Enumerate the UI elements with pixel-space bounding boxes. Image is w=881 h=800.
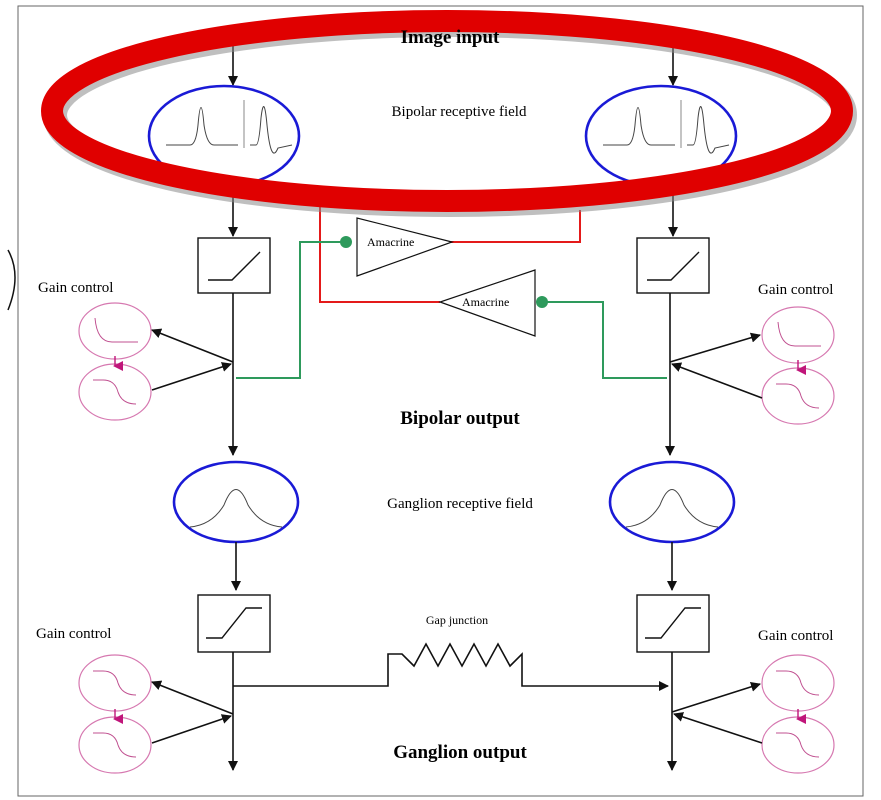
ganglion-rf-label: Ganglion receptive field — [387, 496, 533, 512]
ganglion-rf-left — [172, 460, 300, 544]
amacrine-top: Amacrine — [356, 217, 455, 277]
gain-control-top-left: Gain control — [38, 280, 234, 421]
bipolar-nonlinearity-right — [636, 237, 710, 294]
synapse-dot-left — [340, 236, 352, 248]
highlight-ring — [41, 10, 857, 217]
ganglion-output-label: Ganglion output — [393, 742, 527, 763]
amacrine-top-label: Amacrine — [367, 235, 414, 249]
bipolar-nonlinearity-left — [197, 237, 271, 294]
image-input-title: Image input — [401, 27, 500, 48]
ganglion-rf-right — [608, 460, 736, 544]
gain-control-bottom-left: Gain control — [36, 626, 234, 774]
amacrine-bottom-label: Amacrine — [462, 295, 509, 309]
gain-control-bottom-right: Gain control — [671, 628, 835, 774]
gain-control-top-right: Gain control — [669, 282, 835, 425]
bipolar-rf-right — [584, 84, 738, 188]
gap-junction: Gap junction — [233, 613, 669, 691]
ganglion-nonlinearity-right — [636, 594, 710, 653]
amacrine-bottom: Amacrine — [438, 269, 536, 337]
inhibitory-line-left — [319, 205, 440, 303]
bipolar-rf-label: Bipolar receptive field — [392, 104, 527, 120]
inhibitory-line-right — [450, 210, 581, 243]
excitatory-line-right — [542, 301, 667, 379]
ganglion-nonlinearity-left — [197, 594, 271, 653]
excitatory-line-left — [236, 241, 346, 379]
gain-control-bottom-right-label: Gain control — [758, 628, 833, 644]
clipped-shape-left — [7, 249, 16, 311]
gain-control-bottom-left-label: Gain control — [36, 626, 111, 642]
gap-junction-label: Gap junction — [426, 613, 488, 627]
diagram-frame — [17, 5, 864, 797]
bipolar-output-label: Bipolar output — [400, 408, 520, 429]
gain-control-top-left-label: Gain control — [38, 280, 113, 296]
gain-control-top-right-label: Gain control — [758, 282, 833, 298]
synapse-dot-right — [536, 296, 548, 308]
